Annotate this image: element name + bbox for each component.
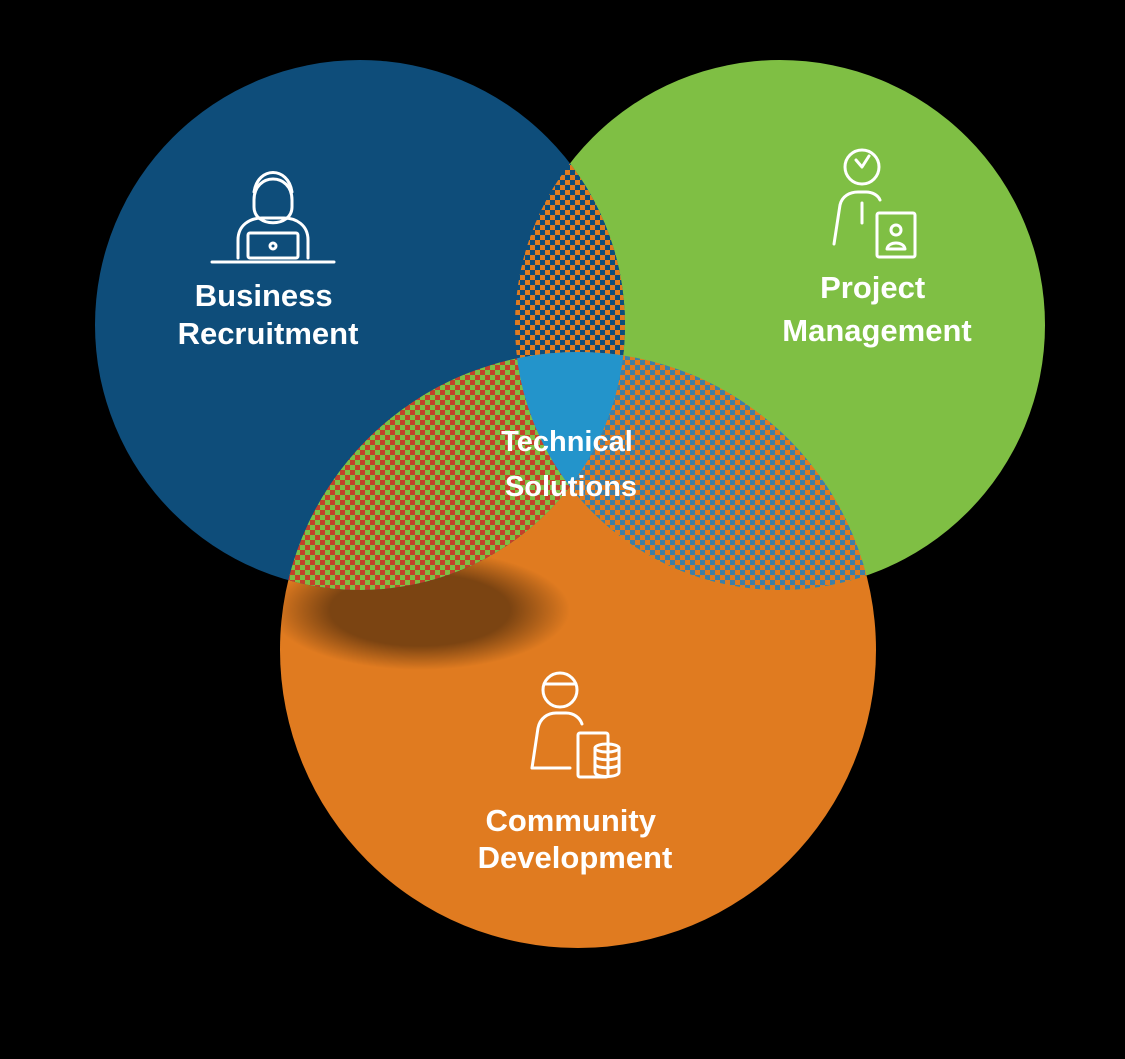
overlap-business-community <box>280 352 625 590</box>
technical-solutions-label: Technical Solutions <box>501 426 641 503</box>
overlap-project-community <box>515 352 876 590</box>
technical-solutions-label-line2: Solutions <box>505 471 637 503</box>
business-recruitment-label-line1: Business <box>195 278 333 313</box>
business-recruitment-label: Business Recruitment <box>178 278 359 351</box>
person-at-laptop-icon <box>210 171 336 264</box>
community-development-label: Community Development <box>478 803 673 875</box>
project-management-label: Project Management <box>782 270 971 348</box>
project-management-label-line2: Management <box>782 313 971 348</box>
technical-solutions-label-line1: Technical <box>501 426 633 458</box>
community-development-label-line2: Development <box>478 840 673 875</box>
person-with-id-badge-icon <box>832 148 917 259</box>
project-management-label-line1: Project <box>820 270 925 305</box>
business-recruitment-label-line2: Recruitment <box>178 316 359 351</box>
community-development-label-line1: Community <box>485 803 656 838</box>
person-with-document-database-icon <box>530 671 621 779</box>
